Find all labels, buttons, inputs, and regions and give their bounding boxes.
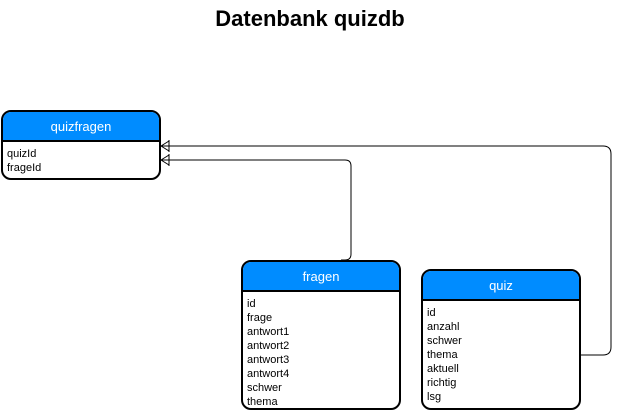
- attribute-anzahl: anzahl: [427, 321, 460, 333]
- attribute-id: id: [247, 298, 256, 310]
- entity-header: quizfragen: [3, 112, 159, 142]
- entity-quizfragen[interactable]: quizfragen quizId frageId: [1, 110, 161, 180]
- attribute-frage: frage: [247, 312, 273, 324]
- attribute-schwer: schwer: [247, 382, 282, 394]
- attribute-frageid: frageId: [7, 162, 42, 174]
- crow-foot-icon: [160, 140, 170, 152]
- attribute-thema: thema: [427, 349, 458, 361]
- attribute-list: id frage antwort1 antwort2 antwort3 antw…: [243, 292, 399, 408]
- attribute-thema: thema: [247, 396, 278, 408]
- attribute-antwort2: antwort2: [247, 340, 290, 352]
- entity-header: fragen: [243, 262, 399, 292]
- entity-quiz[interactable]: quiz id anzahl schwer thema aktuell rich…: [421, 269, 581, 410]
- attribute-aktuell: aktuell: [427, 363, 459, 375]
- entity-header: quiz: [423, 271, 579, 301]
- attribute-lsg: lsg: [427, 391, 442, 403]
- attribute-quizid: quizId: [7, 148, 37, 160]
- attribute-list: id anzahl schwer thema aktuell richtig l…: [423, 301, 579, 404]
- diagram-title: Datenbank quizdb: [215, 6, 405, 31]
- attribute-schwer: schwer: [427, 335, 462, 347]
- attribute-antwort4: antwort4: [247, 368, 290, 380]
- attribute-richtig: richtig: [427, 377, 457, 389]
- attribute-list: quizId frageId: [3, 142, 159, 175]
- crow-foot-icon: [160, 154, 170, 166]
- attribute-id: id: [427, 307, 436, 319]
- relation-line-fragen-quizfragen: [161, 159, 352, 261]
- attribute-antwort1: antwort1: [247, 326, 290, 338]
- entity-fragen[interactable]: fragen id frage antwort1 antwort2 antwor…: [241, 260, 401, 410]
- attribute-antwort3: antwort3: [247, 354, 290, 366]
